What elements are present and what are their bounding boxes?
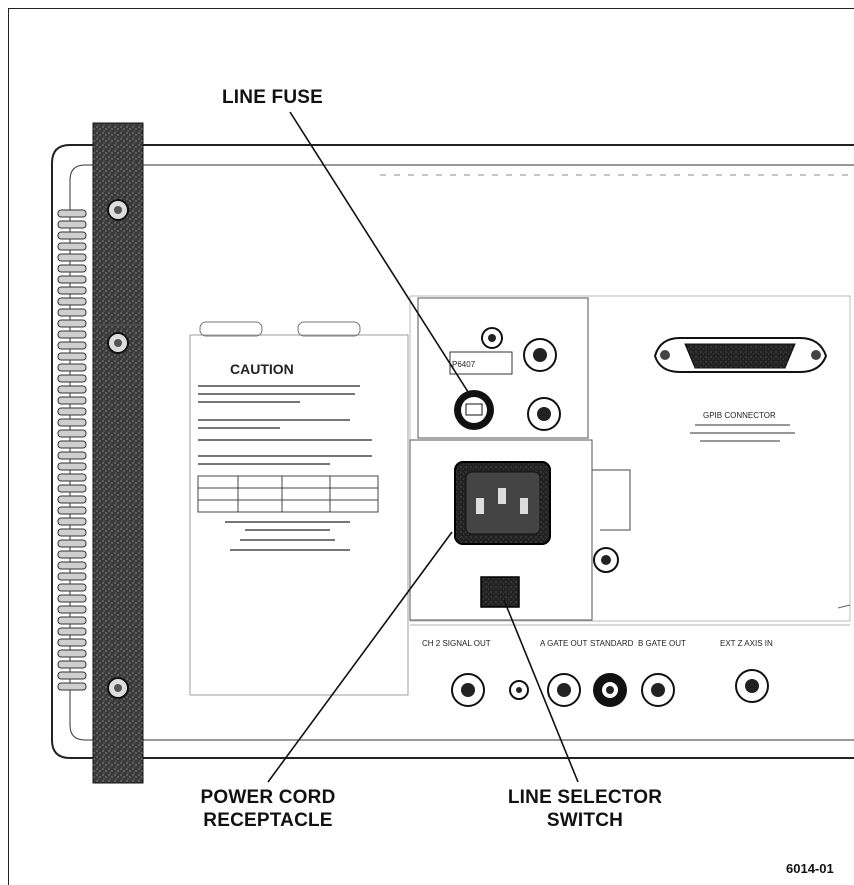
vent-fin [57, 286, 87, 295]
vent-fin [57, 363, 87, 372]
vent-fin [57, 561, 87, 570]
b-gate-out-bnc [641, 673, 675, 707]
module-label: P6407 [452, 360, 476, 369]
instrument-housing [51, 144, 854, 759]
gpib-connector [653, 337, 828, 373]
vent-fin [57, 429, 87, 438]
ext-z-axis-in-bnc [735, 669, 769, 703]
small-jack [509, 680, 529, 700]
vent-fin [57, 297, 87, 306]
vent-fin [57, 407, 87, 416]
vent-fin [57, 352, 87, 361]
line-fuse-callout: LINE FUSE [222, 87, 324, 108]
line-selector-switch [480, 576, 520, 608]
vent-fin [57, 231, 87, 240]
vent-fin [57, 341, 87, 350]
vent-fin [57, 649, 87, 658]
vent-fin [57, 616, 87, 625]
vent-fin [57, 627, 87, 636]
vent-fin [57, 319, 87, 328]
probe-bnc-lower [527, 397, 561, 431]
vent-fin [57, 385, 87, 394]
vent-fin [57, 484, 87, 493]
vent-fin [57, 418, 87, 427]
caution-text-lines [198, 385, 372, 465]
vent-fin [57, 583, 87, 592]
vent-fin [57, 671, 87, 680]
b-gate-label: B GATE OUT [638, 639, 686, 648]
vent-fin [57, 396, 87, 405]
ch2-label: CH 2 SIGNAL OUT [422, 639, 491, 648]
ch2-signal-out-bnc [451, 673, 485, 707]
standard-bnc [593, 673, 627, 707]
power-cord-leader [267, 531, 453, 783]
vent-fin [57, 517, 87, 526]
power-cord-callout-line2: RECEPTACLE [203, 810, 333, 831]
vent-fin [57, 572, 87, 581]
vent-fin [57, 264, 87, 273]
vent-fin [57, 330, 87, 339]
caution-title: CAUTION [230, 361, 294, 377]
vent-fin [57, 275, 87, 284]
line-fuse-leader [289, 111, 471, 396]
vent-fin [57, 242, 87, 251]
vent-fin [57, 539, 87, 548]
figure-id: 6014-01 [786, 861, 834, 876]
vent-fin [57, 638, 87, 647]
fuse-rating-table [197, 475, 379, 513]
gpib-label: GPIB CONNECTOR [703, 411, 776, 420]
vent-fin [57, 495, 87, 504]
a-gate-out-bnc [547, 673, 581, 707]
a-gate-label: A GATE OUT [540, 639, 588, 648]
vent-fin [57, 605, 87, 614]
vent-fin [57, 220, 87, 229]
handle-strap [92, 122, 144, 784]
power-cord-receptacle [454, 461, 551, 545]
vent-fin [57, 308, 87, 317]
vent-fin [57, 440, 87, 449]
strap-screw-bottom [107, 677, 129, 699]
line-selector-callout-line1: LINE SELECTOR [507, 787, 663, 808]
line-selector-callout-line2: SWITCH [546, 810, 624, 831]
probe-connector-top [481, 327, 503, 349]
strap-screw-top [107, 199, 129, 221]
line-selector-switch-callout: LINE SELECTOR SWITCH [500, 786, 670, 832]
ext-z-label: EXT Z AXIS IN [720, 639, 773, 648]
probe-bnc-right [523, 338, 557, 372]
ventilation-fins [57, 209, 87, 691]
vent-fin [57, 451, 87, 460]
power-cord-receptacle-callout: POWER CORD RECEPTACLE [188, 786, 348, 832]
vent-fin [57, 594, 87, 603]
vent-fin [57, 209, 87, 218]
vent-fin [57, 473, 87, 482]
vent-fin [57, 253, 87, 262]
vent-fin [57, 374, 87, 383]
line-fuse-holder [454, 390, 494, 430]
power-cord-callout-line1: POWER CORD [200, 787, 336, 808]
inner-panel-border [69, 164, 854, 741]
figure-frame [8, 8, 854, 885]
standard-label: STANDARD [590, 639, 634, 648]
line-selector-leader [503, 599, 579, 783]
strap-screw-middle [107, 332, 129, 354]
vent-fin [57, 462, 87, 471]
vent-fin [57, 506, 87, 515]
vent-fin [57, 682, 87, 691]
vent-fin [57, 550, 87, 559]
vent-fin [57, 660, 87, 669]
ground-post [593, 547, 619, 573]
vent-fin [57, 528, 87, 537]
